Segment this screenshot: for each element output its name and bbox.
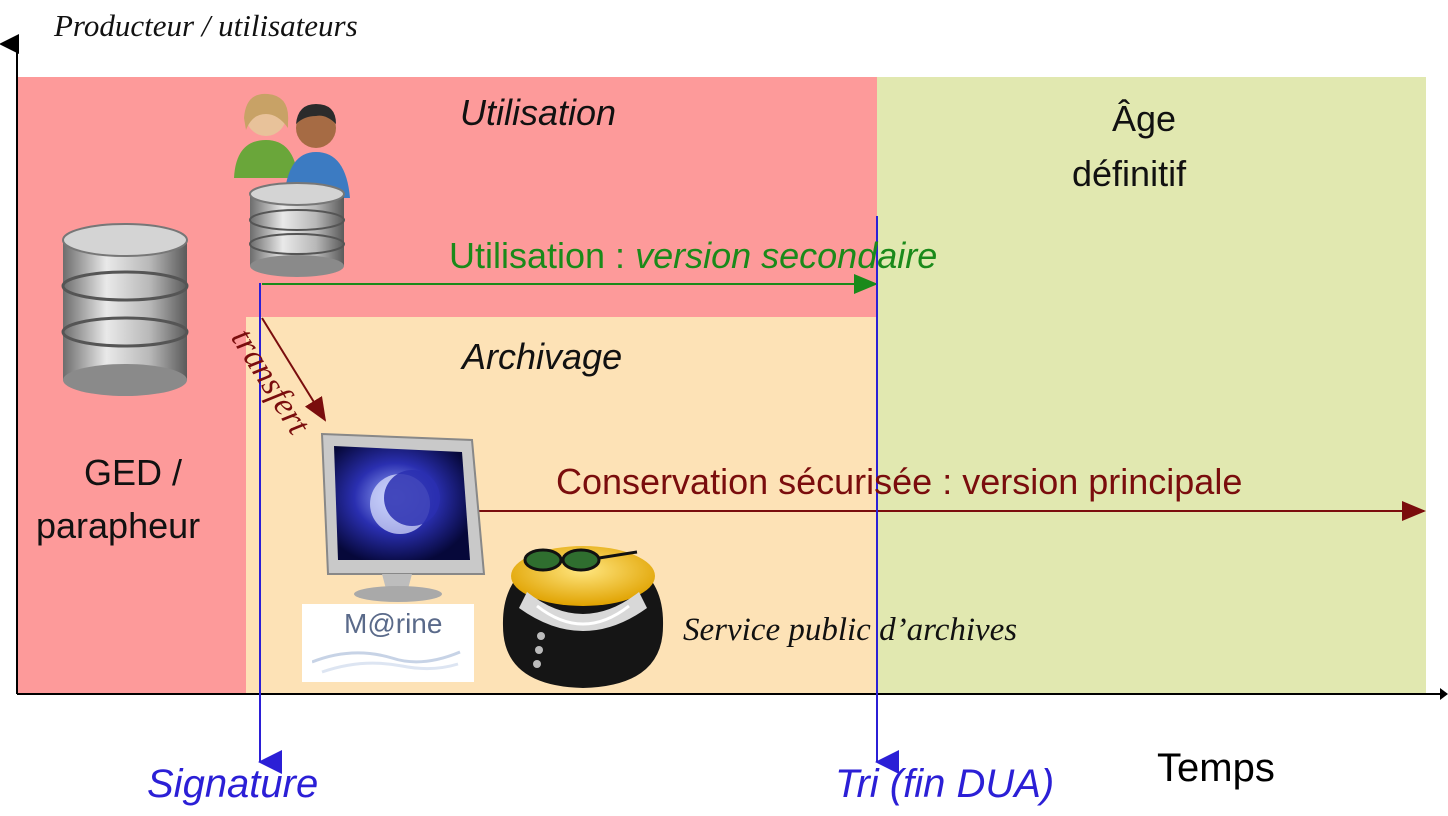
archivist-mascot-icon [502, 546, 664, 688]
marine-logo: M@rine [302, 604, 474, 682]
secondary-version-label: Utilisation : version secondaire [449, 235, 937, 277]
zone-archivage-label: Archivage [462, 336, 623, 377]
marine-logo-text: M@rine [344, 608, 443, 639]
secondary-version-italic: version secondaire [635, 235, 938, 276]
marine-logo-swoosh [312, 650, 461, 674]
computer-monitor-icon [320, 432, 486, 602]
y-axis-label: Producteur / utilisateurs [54, 8, 358, 43]
transfer-arrow [261, 317, 327, 422]
tri-label: Tri (fin DUA) [835, 762, 1055, 806]
archive-service-label: Service public d’archives [683, 612, 1018, 648]
x-axis-arrowhead [1440, 688, 1448, 700]
primary-version-label: Conservation sécurisée : version princip… [556, 461, 1243, 502]
x-axis-label: Temps [1157, 746, 1275, 790]
ged-label-line2: parapheur [36, 505, 201, 546]
zone-age-line1: Âge [1112, 98, 1177, 139]
ged-label-line1: GED / [84, 452, 183, 493]
secondary-version-prefix: Utilisation : [449, 235, 636, 276]
zone-age-line2: définitif [1072, 153, 1187, 194]
database-icon [61, 223, 189, 396]
zone-utilisation-label: Utilisation [460, 92, 617, 133]
zone-age-definitif [877, 77, 1426, 694]
small-database-icon [249, 182, 345, 277]
signature-label: Signature [147, 762, 319, 806]
